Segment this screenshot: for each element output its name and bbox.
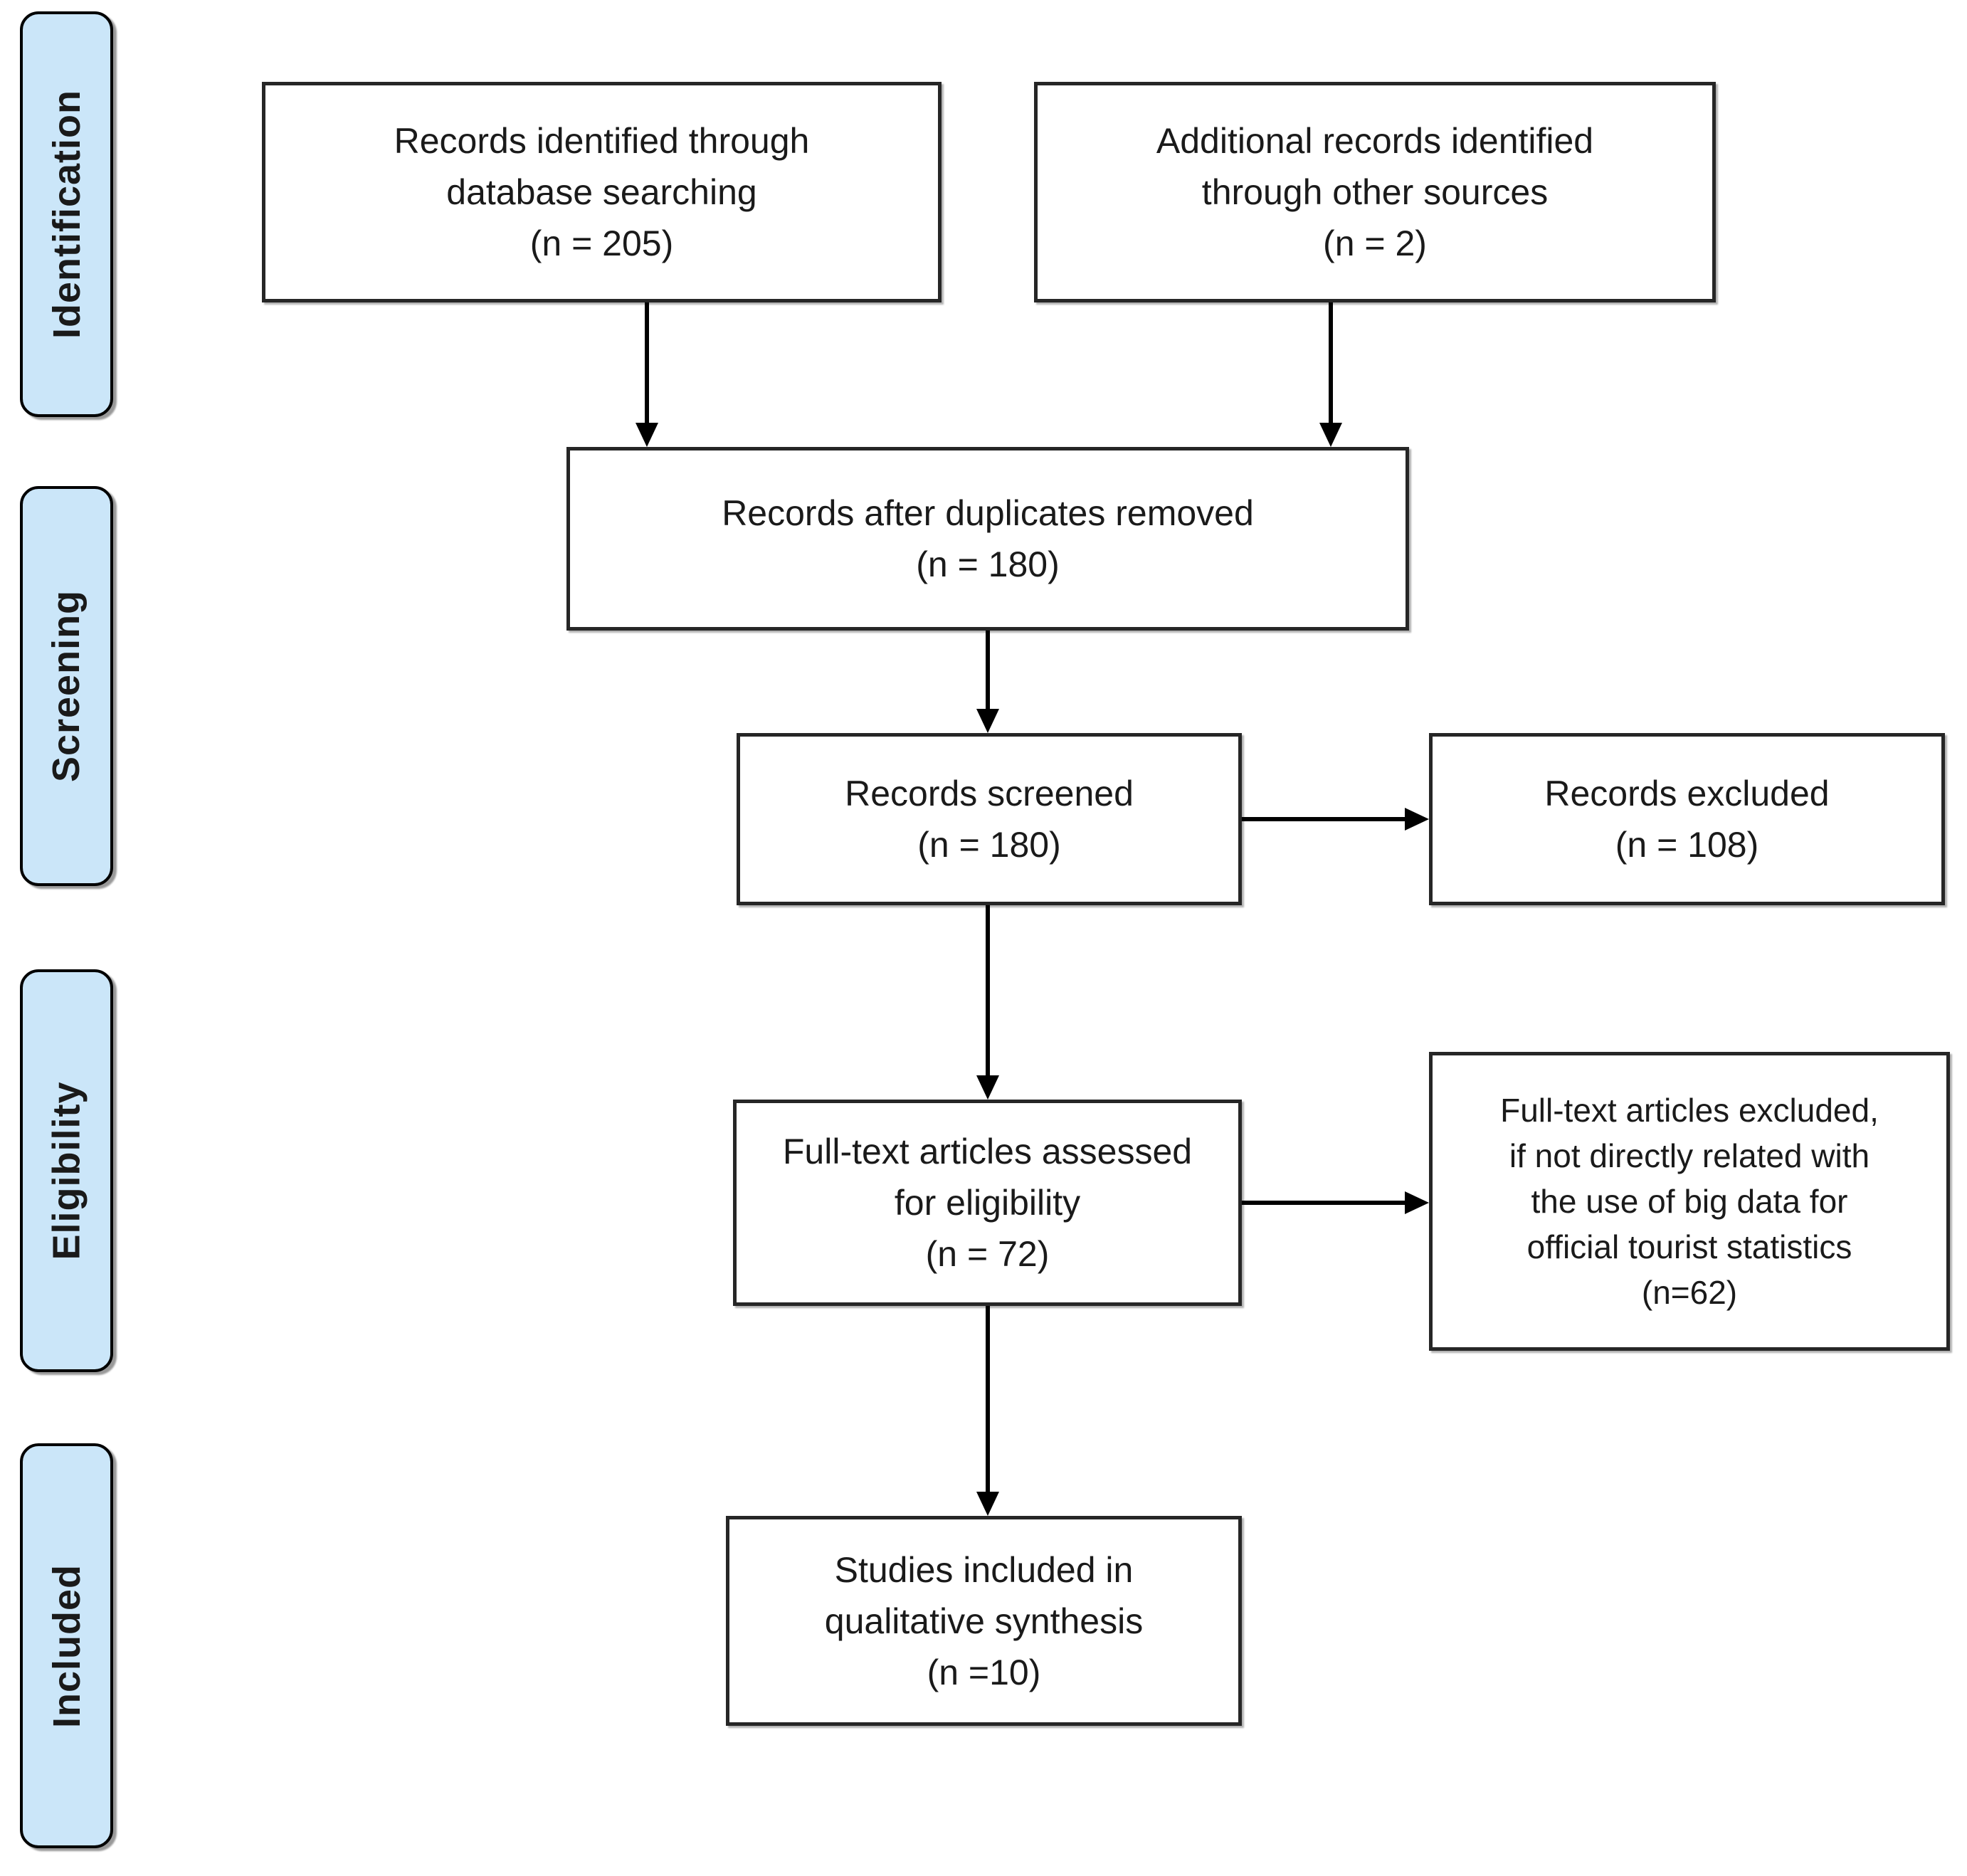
stage-label: Included [45, 1564, 88, 1728]
stage-label: Identification [45, 90, 88, 339]
box-line: Records screened [845, 774, 1134, 813]
arrow-additional-to-duplicates [1319, 302, 1342, 447]
stage-included: Included [20, 1443, 113, 1848]
box-line: official tourist statistics [1526, 1228, 1852, 1265]
box-line: (n = 2) [1323, 223, 1427, 263]
box-records-screened: Records screened (n = 180) [737, 733, 1242, 905]
box-additional-records: Additional records identified through ot… [1034, 82, 1716, 302]
box-records-identified: Records identified through database sear… [262, 82, 942, 302]
box-line: (n = 108) [1615, 825, 1759, 865]
box-line: through other sources [1201, 172, 1549, 212]
box-line: (n=62) [1641, 1274, 1738, 1311]
box-line: (n =10) [927, 1652, 1041, 1692]
box-line: (n = 180) [917, 825, 1061, 865]
box-line: Studies included in [834, 1549, 1134, 1590]
arrow-screened-to-fulltext [976, 905, 999, 1100]
box-line: Full-text articles excluded, [1500, 1092, 1879, 1129]
box-fulltext-assessed: Full-text articles assessed for eligibil… [733, 1100, 1242, 1306]
box-line: (n = 72) [925, 1234, 1050, 1274]
box-studies-included: Studies included in qualitative synthesi… [726, 1516, 1242, 1726]
stage-screening: Screening [20, 486, 113, 886]
stage-eligibility: Eligibility [20, 969, 113, 1372]
box-line: Records identified through [394, 121, 810, 161]
arrow-fulltext-to-studies [976, 1306, 999, 1516]
box-fulltext-excluded: Full-text articles excluded, if not dire… [1429, 1052, 1950, 1351]
box-line: Additional records identified [1156, 121, 1594, 161]
box-line: Full-text articles assessed [782, 1132, 1193, 1171]
box-line: database searching [446, 172, 757, 212]
stage-label: Screening [45, 589, 88, 783]
box-line: if not directly related with [1509, 1137, 1870, 1174]
box-records-excluded: Records excluded (n = 108) [1429, 733, 1945, 905]
box-line: (n = 205) [529, 223, 674, 263]
arrow-fulltext-to-fulltext-excluded [1242, 1191, 1429, 1214]
box-line: (n = 180) [916, 544, 1060, 584]
box-line: Records excluded [1544, 774, 1830, 813]
arrow-screened-to-excluded [1242, 808, 1429, 831]
box-duplicates-removed: Records after duplicates removed (n = 18… [566, 447, 1409, 631]
arrow-duplicates-to-screened [976, 631, 999, 733]
box-line: qualitative synthesis [824, 1601, 1144, 1641]
stage-label: Eligibility [45, 1081, 88, 1260]
stage-identification: Identification [20, 11, 113, 417]
box-line: for eligibility [894, 1183, 1081, 1223]
box-line: Records after duplicates removed [722, 493, 1254, 533]
arrow-identified-to-duplicates [636, 302, 658, 447]
box-line: the use of big data for [1531, 1183, 1848, 1220]
